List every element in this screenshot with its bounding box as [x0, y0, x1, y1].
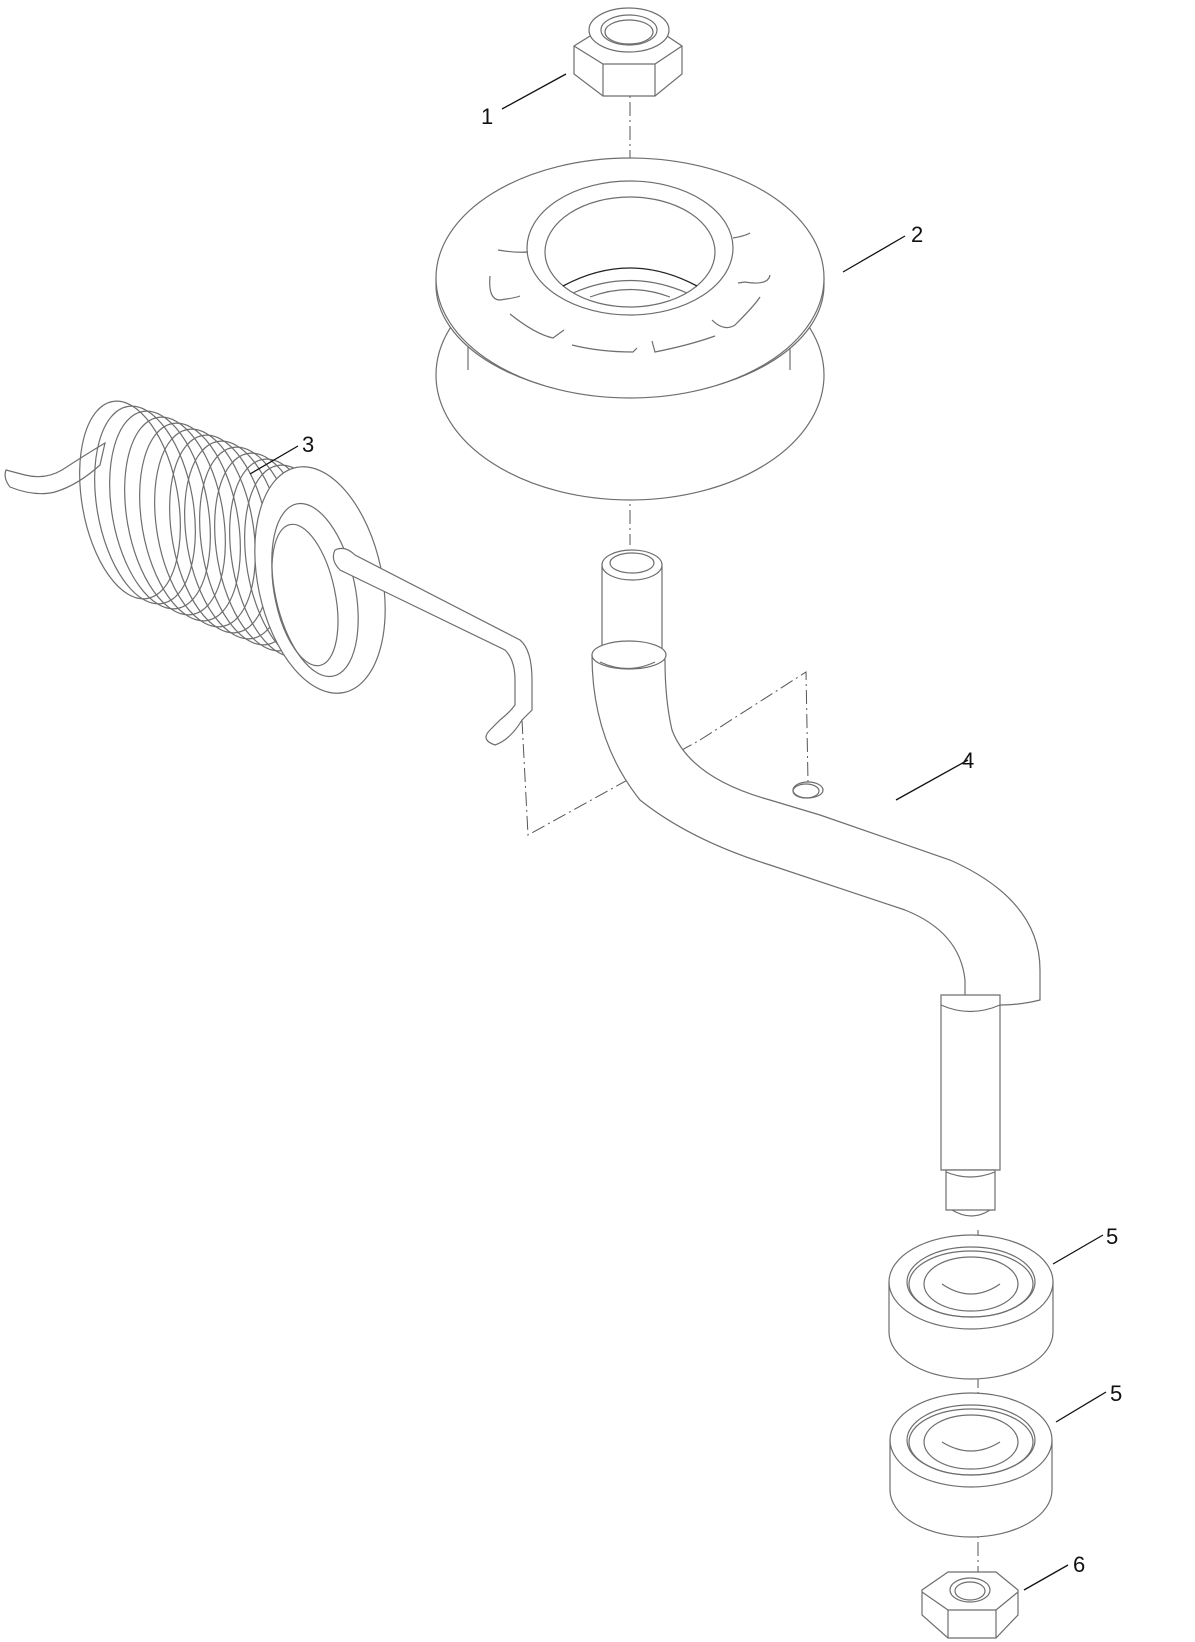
callout-5-lower: 5	[1110, 1381, 1122, 1406]
idler-pulley	[435, 157, 825, 501]
locknut-bottom	[921, 1571, 1019, 1639]
locknut-top	[573, 7, 683, 97]
callout-6: 6	[1073, 1552, 1085, 1577]
callout-5-upper: 5	[1106, 1224, 1118, 1249]
callout-1: 1	[481, 104, 493, 129]
bearing-upper	[888, 1234, 1054, 1380]
callout-leaders	[249, 73, 1107, 1591]
callout-labels: 1 2 3 4 5 5 6	[302, 104, 1122, 1577]
idler-arm	[591, 549, 1041, 1217]
bearing-lower	[889, 1392, 1053, 1538]
extension-spring	[4, 400, 533, 746]
callout-2: 2	[911, 222, 923, 247]
callout-4: 4	[962, 748, 974, 773]
callout-3: 3	[302, 432, 314, 457]
